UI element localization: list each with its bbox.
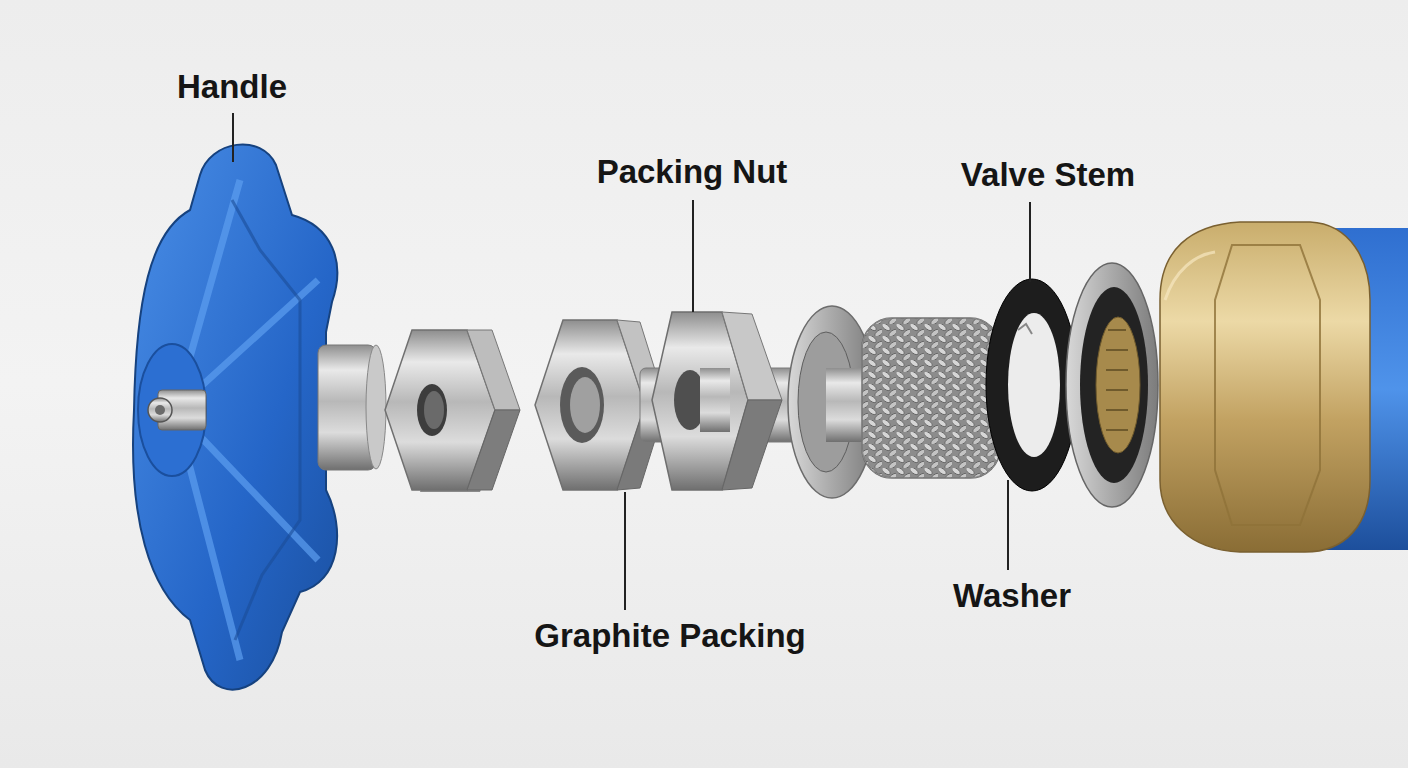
part-label: Packing Nut (597, 153, 788, 191)
part-label: Valve Stem (961, 156, 1135, 194)
part-label: Handle (177, 68, 287, 106)
leader-lines (233, 113, 1030, 610)
part-label: Graphite Packing (534, 617, 805, 655)
part-label: Washer (953, 577, 1071, 615)
